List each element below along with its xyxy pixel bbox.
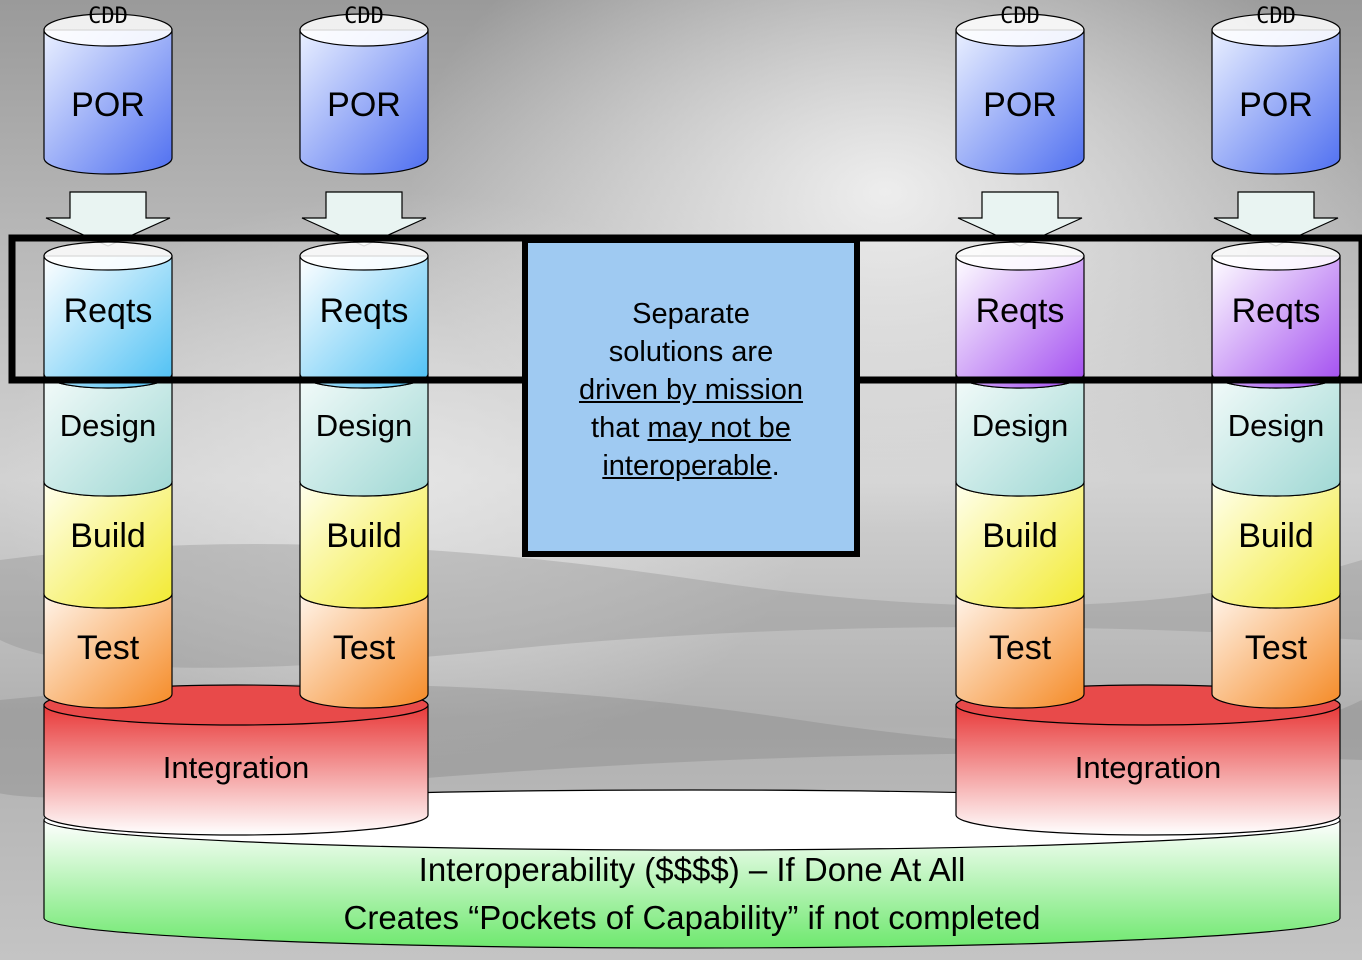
design-cylinder-2-body [299,373,429,497]
callout-line-5-suffix: . [771,450,780,482]
por-cylinder-4-top [1211,13,1341,47]
test-label-1: Test [76,629,140,667]
build-cylinder-1-body [43,481,173,609]
interoperability-cylinder-body [43,819,1341,949]
down-arrow-2 [301,191,427,247]
design-cylinder-1-body [43,373,173,497]
por-label-1: POR [71,86,145,124]
design-label-2: Design [315,408,413,443]
build-label-3: Build [982,517,1058,555]
reqts-cylinder-1-top [43,241,173,271]
por-label-4: POR [1239,86,1313,124]
design-label-3: Design [971,408,1069,443]
callout-line-4-underlined: may not be [647,412,791,444]
cdd-label-1: CDD [88,4,128,29]
callout-line-2: solutions are [608,336,774,368]
por-cylinder-4-body [1211,29,1341,175]
test-label-4: Test [1244,629,1308,667]
reqts-cylinder-4-top [1211,241,1341,271]
reqts-label-2: Reqts [319,292,409,330]
test-cylinder-4-body [1211,593,1341,709]
por-label-2: POR [327,86,401,124]
cdd-label-2: CDD [344,4,384,29]
build-label-2: Build [326,517,402,555]
cdd-label-3: CDD [1000,4,1040,29]
callout-box: Separate solutions are driven by mission… [522,237,860,557]
integration-right-label: Integration [1074,750,1222,785]
design-label-4: Design [1227,408,1325,443]
por-cylinder-3-top [955,13,1085,47]
callout-text: Separate solutions are driven by mission… [579,295,803,485]
test-cylinder-1-body [43,593,173,709]
design-label-1: Design [59,408,157,443]
callout-line-4: that may not be [579,409,803,447]
por-label-3: POR [983,86,1057,124]
callout-line-4-prefix: that [591,412,648,444]
design-cylinder-4-body [1211,373,1341,497]
integration-left-cylinder-body [43,704,429,836]
build-cylinder-2-body [299,481,429,609]
reqts-label-3: Reqts [975,292,1065,330]
por-cylinder-3-body [955,29,1085,175]
por-cylinder-1-body [43,29,173,175]
test-cylinder-3-body [955,593,1085,709]
down-arrow-1 [45,191,171,247]
design-cylinder-3-body [955,373,1085,497]
reqts-label-1: Reqts [63,292,153,330]
test-label-2: Test [332,629,396,667]
reqts-label-4: Reqts [1231,292,1321,330]
callout-line-5-underlined: interoperable [602,450,772,482]
callout-line-5: interoperable. [579,447,803,485]
cdd-label-4: CDD [1256,4,1296,29]
reqts-cylinder-2-top [299,241,429,271]
por-cylinder-2-top [299,13,429,47]
por-cylinder-2-body [299,29,429,175]
build-label-1: Build [70,517,146,555]
callout-line-3: driven by mission [578,374,804,406]
integration-left-label: Integration [162,750,310,785]
interoperability-line-2: Creates “Pockets of Capability” if not c… [343,899,1041,936]
down-arrow-3 [957,191,1083,247]
callout-line-1: Separate [632,298,750,330]
build-cylinder-4-body [1211,481,1341,609]
test-label-3: Test [988,629,1052,667]
test-cylinder-2-body [299,593,429,709]
por-cylinder-1-top [43,13,173,47]
build-cylinder-3-body [955,481,1085,609]
down-arrow-4 [1213,191,1339,247]
interoperability-line-1: Interoperability ($$$$) – If Done At All [418,851,966,888]
build-label-4: Build [1238,517,1314,555]
reqts-cylinder-3-top [955,241,1085,271]
integration-right-cylinder-body [955,704,1341,836]
